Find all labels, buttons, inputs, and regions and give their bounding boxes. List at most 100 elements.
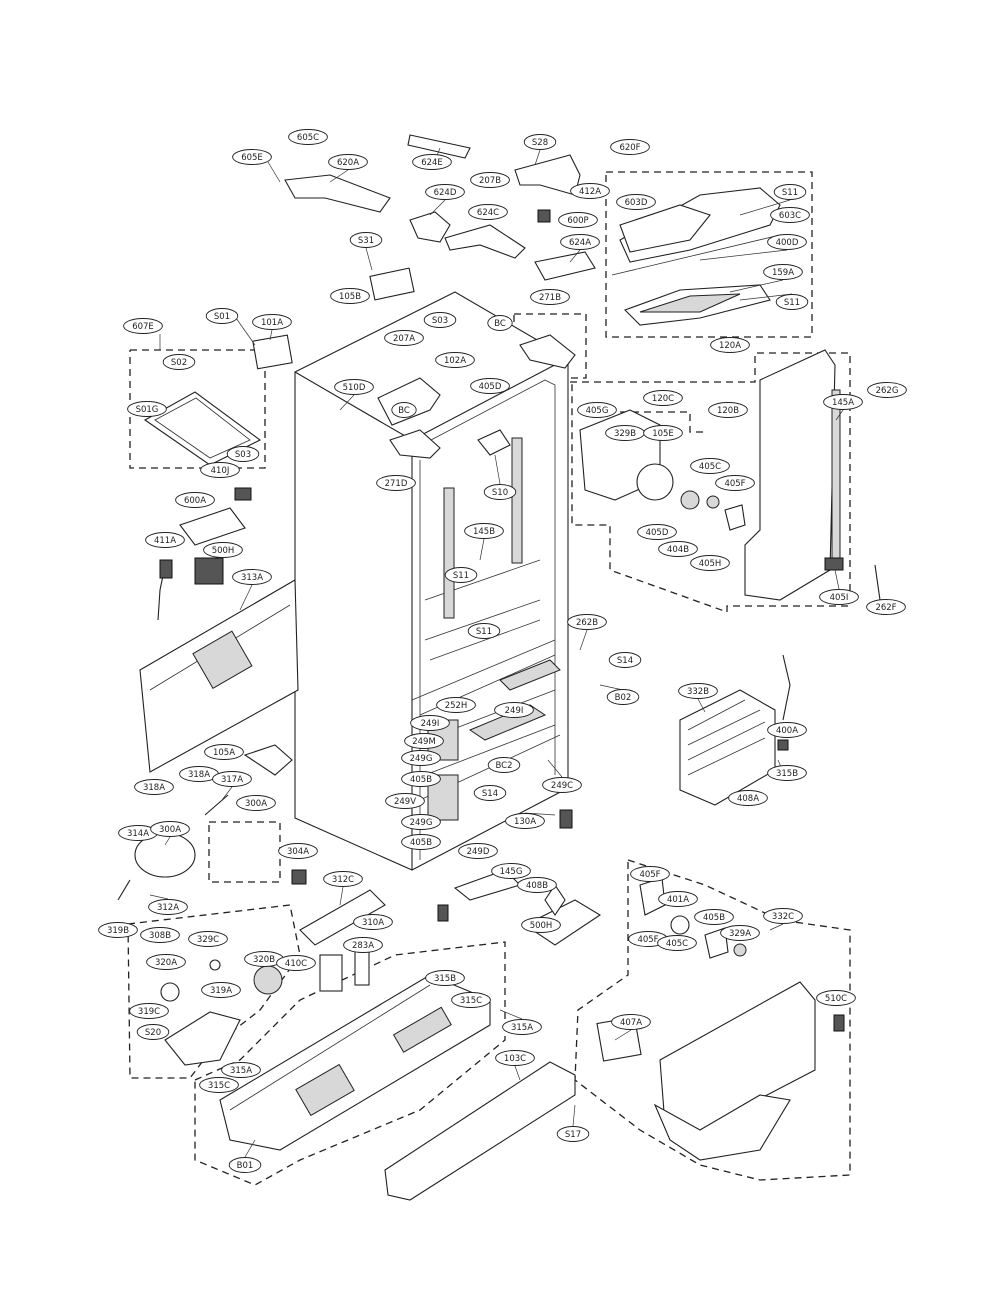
part-label: 329B <box>605 425 645 441</box>
part-label-bubble <box>451 992 491 1008</box>
part-label: 624C <box>468 204 508 220</box>
part-label: 319C <box>129 1003 169 1019</box>
part-label-bubble <box>495 1050 535 1066</box>
part-label-text: 329C <box>197 935 219 945</box>
part-label-text: 252H <box>445 701 468 711</box>
part-label-text: 105E <box>652 429 674 439</box>
part-label-bubble <box>523 134 557 150</box>
part-label: S11 <box>775 294 809 310</box>
part-label: 271B <box>530 289 570 305</box>
part-label: 312A <box>148 899 188 915</box>
part-label-text: 624E <box>421 158 443 168</box>
part-label-bubble <box>201 982 241 998</box>
part-label-bubble <box>391 402 417 418</box>
part-label-bubble <box>608 652 642 668</box>
part-label-text: 320B <box>253 955 275 965</box>
part-label: 318A <box>134 779 174 795</box>
part-label-bubble <box>134 779 174 795</box>
part-label: 105E <box>643 425 683 441</box>
part-label-bubble <box>763 264 803 280</box>
part-label: S10 <box>483 484 517 500</box>
part-label-text: 249M <box>412 737 436 747</box>
part-label: 320A <box>146 954 186 970</box>
part-label-text: 411A <box>154 536 176 546</box>
part-label-bubble <box>505 813 545 829</box>
part-label-bubble <box>866 599 906 615</box>
part-label-bubble <box>328 154 368 170</box>
part-label-text: 600A <box>184 496 206 506</box>
bottom-center-parts <box>437 809 602 946</box>
part-label: S20 <box>136 1024 170 1040</box>
part-label-text: S11 <box>782 188 798 198</box>
part-label: 605C <box>288 129 328 145</box>
part-label: 271D <box>376 475 416 491</box>
part-label-bubble <box>188 931 228 947</box>
part-label-text: 332B <box>687 687 709 697</box>
part-label: 603C <box>770 207 810 223</box>
part-label-bubble <box>288 129 328 145</box>
part-label: 405H <box>690 555 730 571</box>
part-label-text: 249I <box>505 706 524 716</box>
part-label: 252H <box>436 697 476 713</box>
part-label-text: 315B <box>776 769 798 779</box>
part-label-bubble <box>349 232 383 248</box>
part-label: BC2 <box>487 757 521 773</box>
part-label-bubble <box>657 935 697 951</box>
part-label-text: 405I <box>830 593 849 603</box>
part-label-bubble <box>276 955 316 971</box>
part-label-bubble <box>643 390 683 406</box>
part-label-bubble <box>136 1024 170 1040</box>
part-label: 304A <box>278 843 318 859</box>
part-label: 500H <box>203 542 243 558</box>
part-label-bubble <box>145 532 185 548</box>
part-label: 207A <box>384 330 424 346</box>
part-label-bubble <box>353 914 393 930</box>
part-label: 624A <box>560 234 600 250</box>
part-label-bubble <box>606 689 640 705</box>
part-label: 405G <box>577 402 617 418</box>
part-label-text: 600P <box>567 216 588 226</box>
part-label: 605E <box>232 149 272 165</box>
part-label-text: 249G <box>410 818 433 828</box>
part-label: BC <box>487 315 513 331</box>
part-label-bubble <box>200 462 240 478</box>
part-label-bubble <box>252 314 292 330</box>
part-label: 315A <box>502 1019 542 1035</box>
part-label: 315C <box>451 992 491 1008</box>
part-label-bubble <box>823 394 863 410</box>
part-label: 408B <box>517 877 557 893</box>
part-label: 145A <box>823 394 863 410</box>
part-label-text: 408A <box>737 794 759 804</box>
part-label-text: 315A <box>511 1023 533 1033</box>
part-label-text: 207B <box>479 176 501 186</box>
part-label: 262F <box>866 599 906 615</box>
part-label: 600P <box>558 212 598 228</box>
part-label: 101A <box>252 314 292 330</box>
part-label-bubble <box>148 899 188 915</box>
part-label-text: 300A <box>245 799 267 809</box>
part-label: 283A <box>343 937 383 953</box>
part-label: 315C <box>199 1077 239 1093</box>
part-label-text: 404B <box>667 545 689 555</box>
part-label-bubble <box>401 834 441 850</box>
part-label: 405B <box>401 771 441 787</box>
part-label-bubble <box>384 330 424 346</box>
part-label-text: 405B <box>410 775 432 785</box>
part-label-text: S17 <box>565 1130 581 1140</box>
part-label-text: B01 <box>237 1161 254 1171</box>
part-label-bubble <box>129 1003 169 1019</box>
part-label-text: 410C <box>285 959 307 969</box>
part-label: 404B <box>658 541 698 557</box>
part-label-bubble <box>444 567 478 583</box>
part-label-text: S28 <box>532 138 548 148</box>
part-label-text: 624A <box>569 238 591 248</box>
part-label-bubble <box>577 402 617 418</box>
part-label: 408A <box>728 790 768 806</box>
part-label: 262G <box>867 382 907 398</box>
part-label: 401A <box>658 891 698 907</box>
part-label: S03 <box>423 312 457 328</box>
part-label-bubble <box>221 1062 261 1078</box>
part-label-text: 405H <box>699 559 722 569</box>
part-label-bubble <box>473 785 507 801</box>
